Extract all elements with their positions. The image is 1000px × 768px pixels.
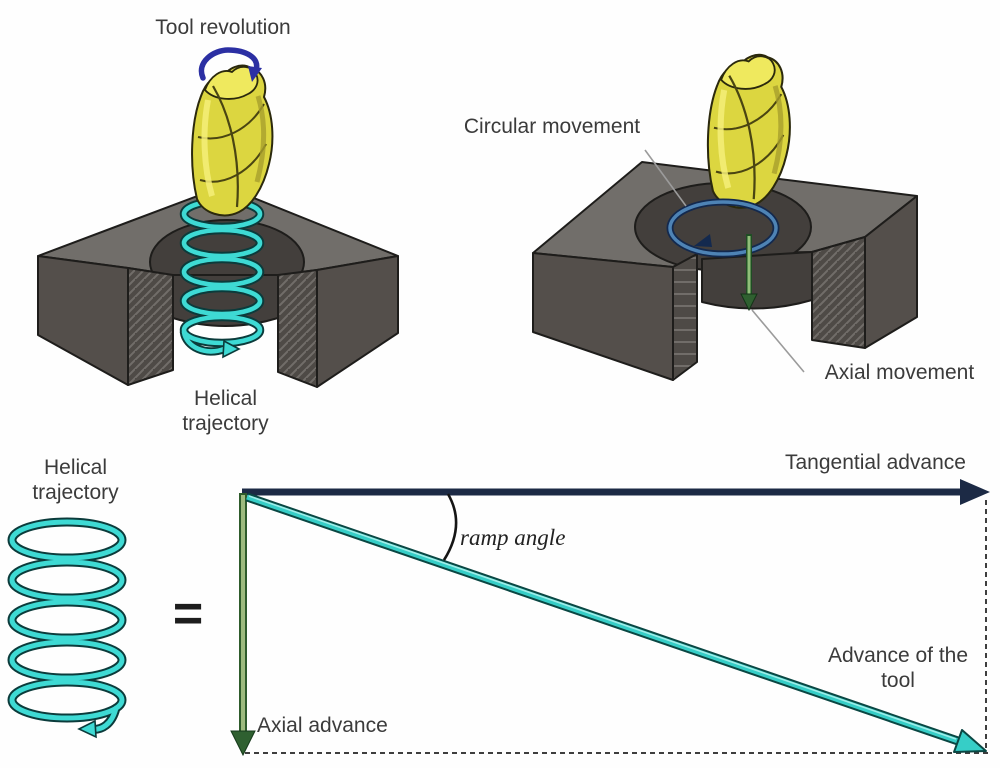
rotation-arrow-icon [198,47,262,82]
workpiece-right-front-face [532,252,674,381]
equals-sign: = [172,585,204,643]
tool-revolution-label: Tool revolution [155,16,291,39]
advance-of-tool-arrow [245,492,987,753]
circular-movement-label: Circular movement [463,115,641,138]
workpiece-right-slot-wall [701,251,813,310]
workpiece-left-front-face [37,255,129,386]
circular-arrow-icon [666,198,780,258]
tangential-advance-arrow [242,479,990,505]
tangential-advance-label: Tangential advance [785,451,966,474]
workpiece-left-front-face-right [316,255,399,388]
helical-trajectory-label-bottom: Helical trajectory [32,456,119,505]
spiral-bottom-arrowhead-icon [77,719,97,739]
ramp-angle-label: ramp angle [460,525,566,550]
axial-movement-label: Axial movement [824,361,975,384]
spiral-left-arrowhead-icon [222,339,241,359]
axial-advance-label: Axial advance [257,714,388,737]
end-mill-left [191,64,274,217]
vector-diagram [230,479,990,757]
end-mill-right [706,53,791,209]
helical-spiral-left [179,196,265,359]
axial-advance-arrow [230,493,256,757]
workpiece-right-hatched-face [811,236,866,349]
leader-line-axial [751,309,805,373]
workpiece-left-hatched-face-right [277,269,318,388]
workpiece-right-outer-face [864,195,918,349]
workpiece-right [532,161,918,381]
leader-line-circular [644,149,687,207]
advance-of-tool-label: Advance of the tool [827,644,969,693]
helical-trajectory-label-top: Helical trajectory [182,387,269,436]
axial-arrow-icon [740,234,758,312]
ramp-angle-arc [442,493,458,561]
helical-spiral-bottom [7,517,127,739]
workpiece-left-hatched-face-left [127,267,174,386]
workpiece-right-hatched-strip [672,253,698,381]
